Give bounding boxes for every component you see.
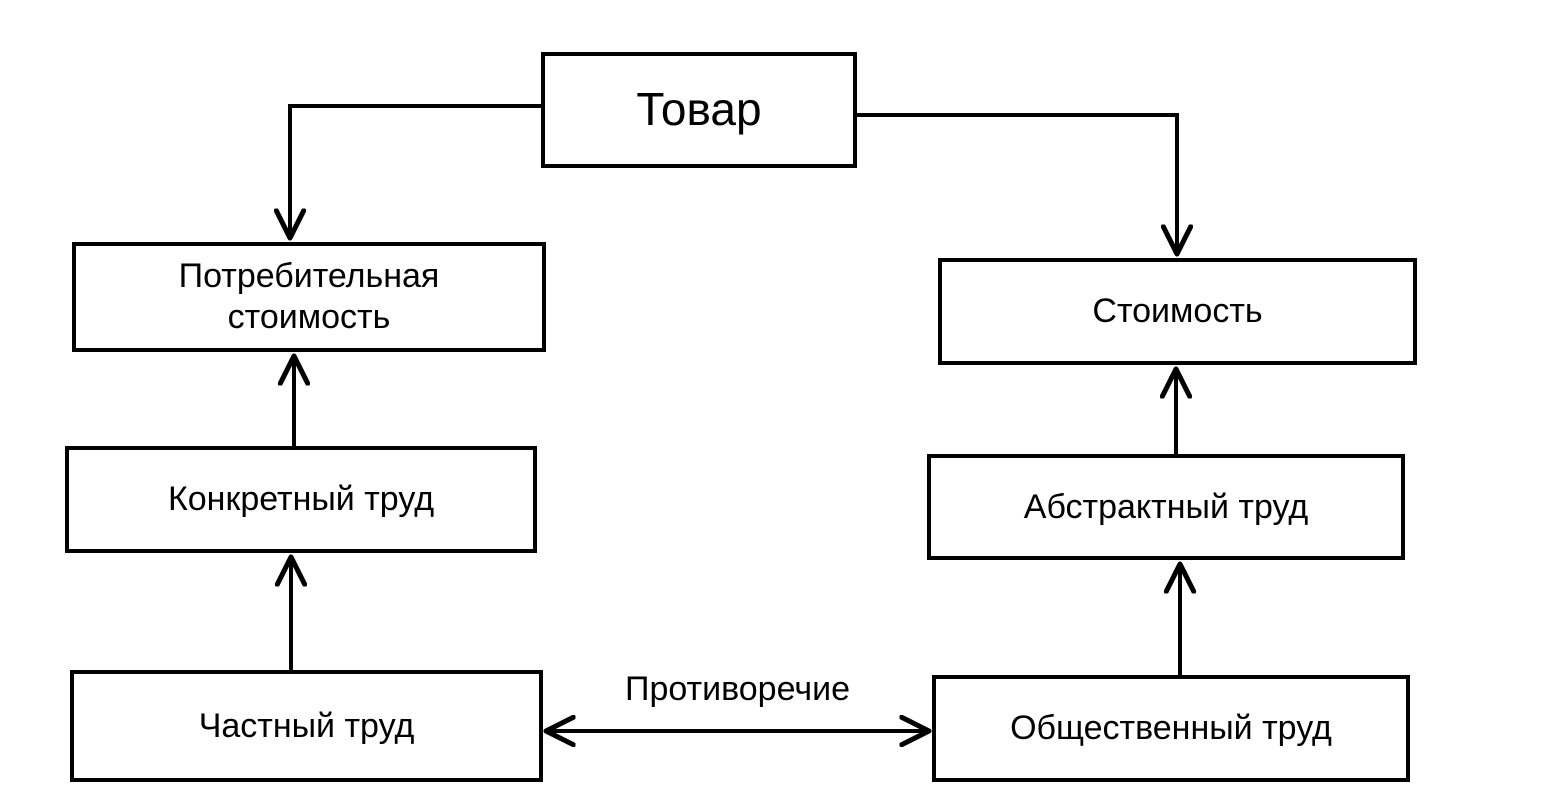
node-concrete-labor-label: Конкретный труд [167, 480, 435, 519]
node-commodity: Товар [541, 52, 857, 168]
arrow-commodity-to-use-value [290, 104, 541, 238]
node-private-labor: Частный труд [70, 670, 543, 782]
node-private-labor-label: Частный труд [198, 706, 415, 745]
node-commodity-label: Товар [636, 83, 762, 136]
node-social-labor: Общественный труд [932, 675, 1410, 782]
node-use-value-label-line1: Потребительная [178, 257, 440, 296]
node-social-labor-label: Общественный труд [1010, 709, 1332, 748]
node-abstract-labor-label: Абстрактный труд [1023, 487, 1309, 526]
node-use-value-label-line2: стоимость [227, 298, 391, 336]
node-use-value: Потребительная стоимость [72, 242, 546, 352]
contradiction-label: Противоречие [625, 670, 850, 708]
arrow-commodity-to-value [857, 113, 1177, 254]
node-value: Стоимость [938, 258, 1417, 365]
node-concrete-labor: Конкретный труд [65, 446, 537, 553]
node-abstract-labor: Абстрактный труд [927, 454, 1405, 560]
node-value-label: Стоимость [1092, 292, 1263, 331]
